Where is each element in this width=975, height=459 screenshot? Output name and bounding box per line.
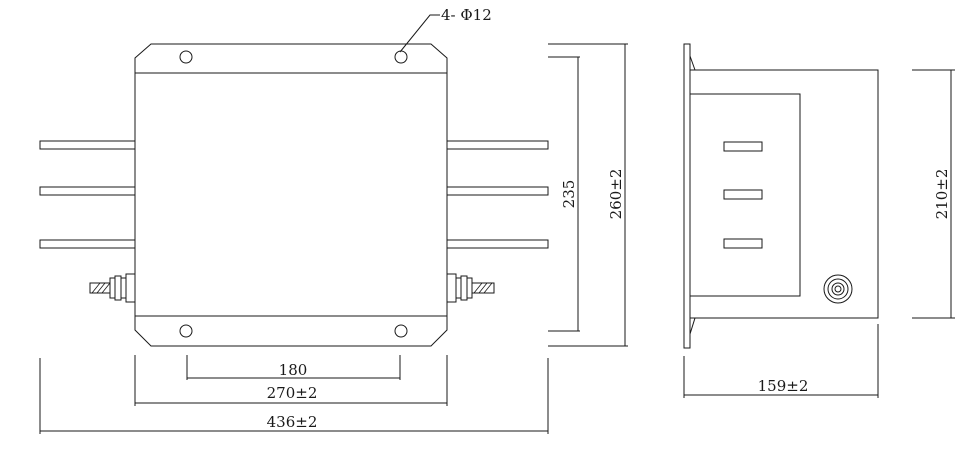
mount-hole-top-left: [179, 50, 193, 64]
dim-text-270: 270±2: [267, 384, 318, 402]
side-terminal-1: [723, 141, 763, 152]
terminal-right-1: [446, 140, 549, 150]
side-view: [683, 43, 879, 349]
mount-hole-bottom-right: [394, 324, 408, 338]
front-horizontal-dimensions: 180 270±2 436±2: [39, 355, 549, 434]
dim-text-210: 210±2: [933, 169, 951, 220]
dim-text-159: 159±2: [758, 377, 809, 395]
front-body-outline: [134, 43, 448, 347]
dim-text-260: 260±2: [607, 169, 625, 220]
dim-text-436: 436±2: [267, 413, 318, 431]
dim-text-235: 235: [560, 180, 578, 209]
side-ground-stud: [823, 274, 853, 304]
ground-stud-left: [89, 273, 136, 303]
mount-hole-top-right: [394, 50, 408, 64]
side-terminal-2: [723, 189, 763, 200]
hole-callout-text: 4- Φ12: [441, 6, 492, 24]
terminal-left-1: [39, 140, 136, 150]
dim-text-180: 180: [279, 361, 308, 379]
front-vertical-dimensions: 235 260±2: [548, 43, 628, 347]
side-view-dimensions: 159±2 210±2: [683, 69, 955, 398]
front-view: 4- Φ12: [39, 6, 549, 347]
mount-hole-bottom-left: [179, 324, 193, 338]
side-terminal-3: [723, 238, 763, 249]
terminal-left-2: [39, 186, 136, 196]
terminal-right-3: [446, 239, 549, 249]
hole-callout-leader: [399, 14, 440, 53]
terminal-left-3: [39, 239, 136, 249]
side-flange-plate: [683, 43, 691, 349]
side-inner-step: [690, 93, 801, 297]
ground-stud-right: [446, 273, 495, 303]
side-housing-outline: [689, 69, 879, 319]
terminal-right-2: [446, 186, 549, 196]
